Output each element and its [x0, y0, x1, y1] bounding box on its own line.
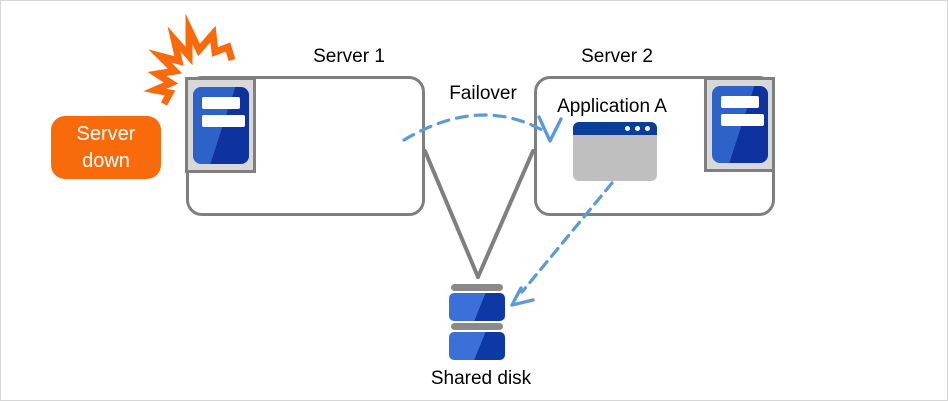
failover-label: Failover	[449, 83, 517, 104]
server-slot	[720, 114, 764, 126]
server-tower-icon	[711, 86, 768, 163]
shared-disk-label: Shared disk	[430, 368, 532, 389]
window-titlebar	[573, 122, 657, 135]
server-down-label: Server down	[76, 122, 136, 172]
disk-icon-platter	[449, 293, 505, 321]
failover-arrow	[402, 113, 546, 142]
server2-server-icon	[704, 77, 775, 172]
application-label: Application A	[557, 96, 667, 117]
server-slot	[201, 114, 245, 127]
window-dot	[645, 126, 650, 131]
server2-label: Server 2	[581, 46, 653, 67]
window-dot	[635, 126, 640, 131]
server-slot	[201, 96, 240, 109]
server1-disk-line	[423, 149, 480, 279]
server2-disk-line	[476, 149, 535, 279]
server-down-badge: Server down	[51, 116, 161, 179]
app-disk-arrowhead	[510, 286, 535, 307]
server-slot	[720, 96, 759, 108]
window-dot	[625, 126, 630, 131]
disk-icon-cap	[451, 323, 503, 330]
disk-icon-cap	[451, 284, 503, 291]
app-window-icon	[573, 122, 657, 181]
server1-server-icon	[185, 77, 256, 173]
server1-label: Server 1	[313, 46, 385, 67]
disk-icon-platter	[449, 332, 505, 360]
server-tower-icon	[192, 86, 249, 164]
